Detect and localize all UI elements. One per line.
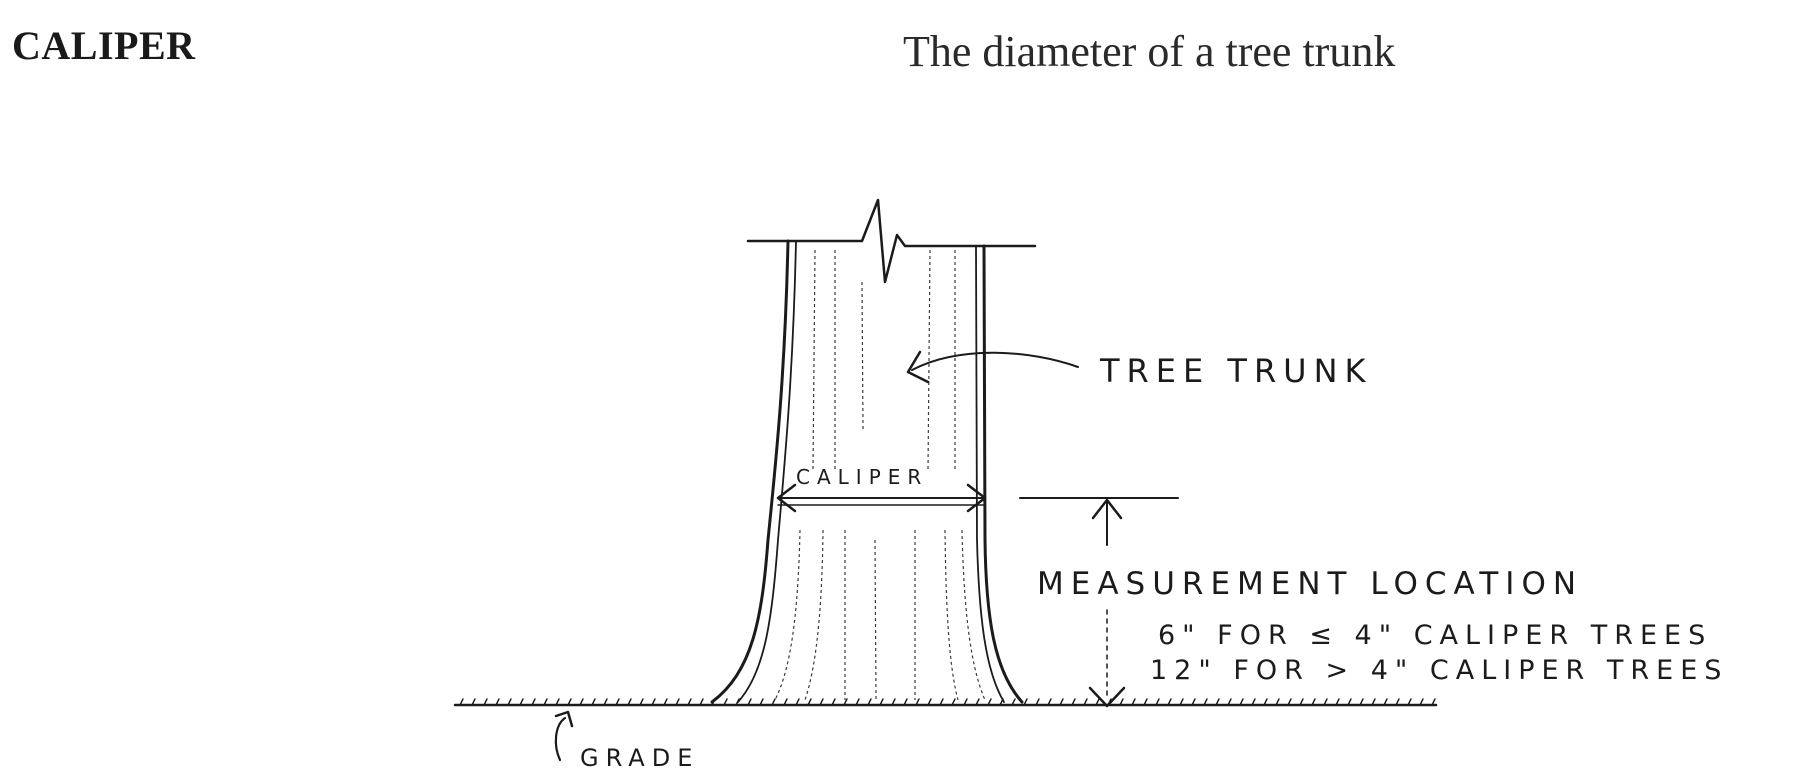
- grade-leader: [554, 716, 567, 762]
- caliper-dimension: CALIPER: [776, 465, 987, 513]
- tree-trunk-leader: [911, 351, 1079, 371]
- term-definition: The diameter of a tree trunk: [903, 27, 1396, 76]
- grade-callout: GRADE: [554, 710, 699, 772]
- rule-small-caliper: 6" FOR ≤ 4" CALIPER TREES: [1158, 620, 1712, 651]
- caliper-label: CALIPER: [796, 465, 928, 489]
- term-heading: CALIPER: [12, 23, 196, 68]
- trunk-left-edge-inner: [737, 240, 797, 703]
- trunk-right-edge-inner: [975, 245, 1005, 703]
- trunk-break-line: [746, 198, 1037, 284]
- measurement-location-label: MEASUREMENT LOCATION: [1037, 566, 1583, 602]
- trunk-right-edge: [982, 244, 1024, 704]
- grade-line: [453, 698, 1438, 707]
- trunk-left-edge: [710, 239, 790, 704]
- tree-trunk-callout: TREE TRUNK: [906, 350, 1373, 390]
- rule-large-caliper: 12" FOR > 4" CALIPER TREES: [1150, 655, 1728, 686]
- tree-trunk-label: TREE TRUNK: [1099, 352, 1373, 390]
- grade-label: GRADE: [580, 744, 699, 772]
- measurement-height-dimension: [1019, 497, 1179, 708]
- bark-texture: [774, 249, 986, 701]
